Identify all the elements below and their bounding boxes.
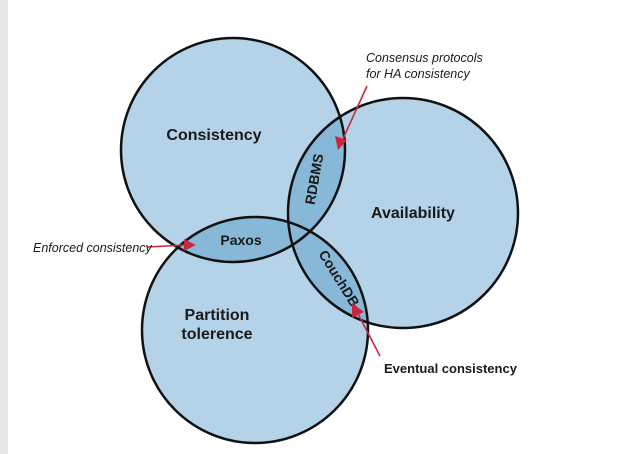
overlap-couchdb: [288, 217, 368, 328]
paxos-label: Paxos: [220, 232, 261, 248]
callout-arrows: [146, 85, 381, 357]
consensus-arrow: [335, 85, 368, 150]
eventual-callout: Eventual consistency: [384, 361, 518, 376]
partition-label-line2: tolerence: [181, 326, 252, 343]
left-edge-shadow: [0, 0, 8, 454]
overlap-fills: [142, 98, 368, 328]
consistency-label: Consistency: [166, 127, 261, 144]
enforced-callout: Enforced consistency: [33, 241, 153, 255]
consensus-callout-line1: Consensus protocols: [366, 51, 483, 65]
consensus-callout-line2: for HA consistency: [366, 67, 470, 81]
eventual-arrow: [352, 303, 381, 357]
enforced-arrow: [146, 239, 196, 251]
availability-label: Availability: [371, 205, 455, 222]
partition-label-line1: Partition: [185, 307, 250, 324]
circle-outlines: [119, 36, 520, 445]
